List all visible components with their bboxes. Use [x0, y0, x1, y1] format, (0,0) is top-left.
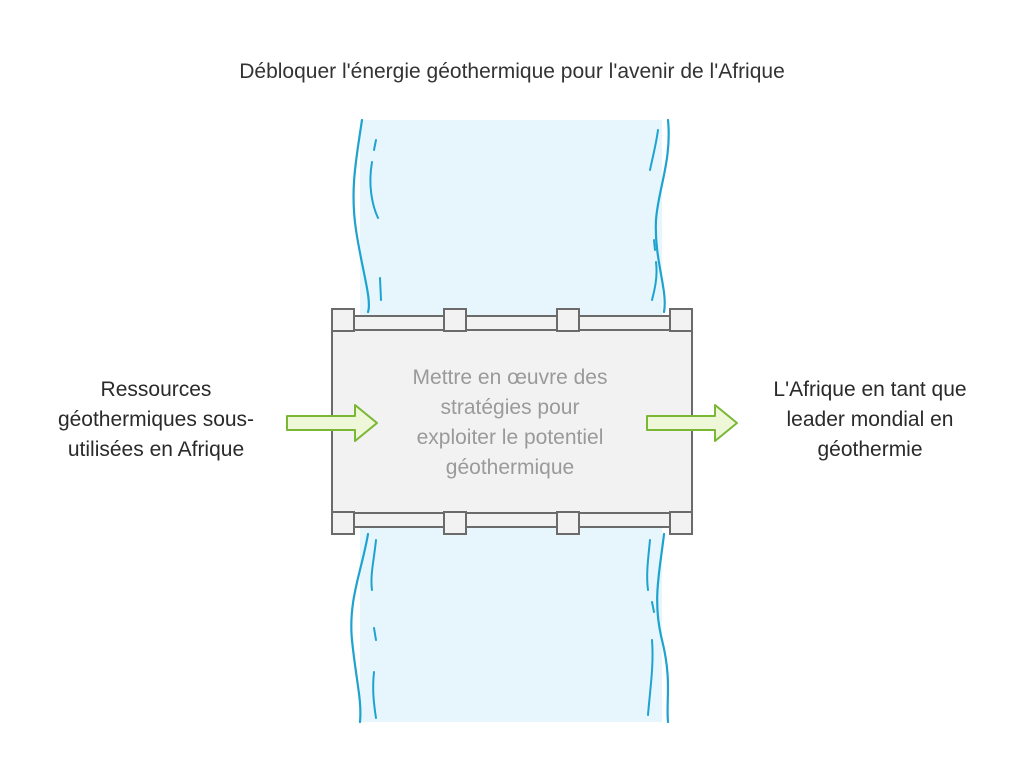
arrow-right-icon: [646, 404, 738, 442]
bridge-label-line: Mettre en œuvre des: [412, 366, 608, 389]
bridge-label: Mettre en œuvre des stratégies pour expl…: [375, 363, 645, 483]
input-label-line: utilisées en Afrique: [67, 438, 245, 461]
river-current: [379, 277, 382, 301]
output-label-line: géothermie: [817, 438, 923, 461]
river-current: [646, 539, 651, 591]
river-current: [373, 139, 377, 151]
bridge-bottom-rail: [331, 512, 693, 528]
river-current: [649, 129, 659, 171]
river-current: [369, 161, 379, 219]
input-label: Ressources géothermiques sous- utilisées…: [30, 375, 282, 465]
bridge-post: [669, 511, 693, 535]
bridge-post: [331, 308, 355, 332]
diagram-title: Débloquer l'énergie géothermique pour l'…: [239, 60, 785, 83]
river-right-bank: [656, 532, 670, 724]
river-current: [370, 539, 377, 591]
river-right-bank: [654, 118, 670, 314]
bridge-post: [331, 511, 355, 535]
bridge-label-line: exploiter le potentiel: [416, 426, 604, 449]
bridge-post: [669, 308, 693, 332]
output-label: L'Afrique en tant que leader mondial en …: [750, 375, 990, 465]
river-left-bank: [352, 118, 370, 314]
bridge-label-line: stratégies pour: [440, 396, 580, 419]
river-left-bank: [350, 532, 370, 724]
bridge: [331, 308, 693, 535]
input-label-line: Ressources: [100, 378, 212, 401]
bridge-post: [556, 308, 580, 332]
arrow-right-icon: [286, 404, 378, 442]
river-current: [647, 639, 654, 716]
bridge-deck: [331, 329, 693, 514]
bridge-post: [556, 511, 580, 535]
river-current: [651, 601, 655, 613]
bridge-label-line: géothermique: [445, 456, 575, 479]
output-label-line: leader mondial en: [786, 408, 954, 431]
input-label-line: géothermiques sous-: [57, 408, 255, 431]
river-current: [651, 261, 658, 301]
river-current: [373, 627, 377, 641]
river-current: [653, 239, 656, 251]
bridge-post: [443, 308, 467, 332]
output-label-line: L'Afrique en tant que: [773, 378, 967, 401]
bridge-top-rail: [331, 315, 693, 331]
bridge-post: [443, 511, 467, 535]
river-current: [372, 671, 377, 719]
